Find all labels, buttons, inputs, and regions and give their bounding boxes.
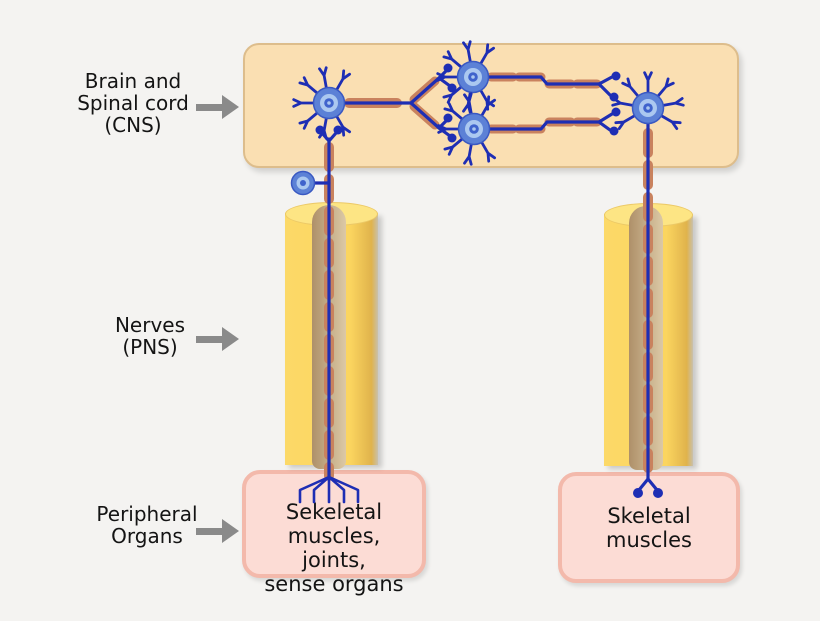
organ-box-left: Sekeletal muscles, joints, sense organs — [242, 470, 426, 596]
arrow-shaft — [196, 527, 223, 535]
label-line: (PNS) — [122, 335, 178, 359]
label-line: Nerves — [114, 313, 186, 337]
organ-text-line: Skeletal muscles — [606, 503, 692, 552]
nerve-left — [285, 202, 378, 482]
label-line: Peripheral — [96, 502, 198, 526]
arrow-shaft — [196, 103, 223, 111]
label-line: Spinal cord — [77, 91, 189, 115]
arrow-head — [222, 327, 239, 351]
arrow-head — [222, 95, 239, 119]
arrow-right-icon — [196, 519, 240, 543]
cns-region — [243, 43, 739, 168]
label-pns: Nerves (PNS) — [55, 314, 245, 358]
nerve-right — [604, 203, 693, 483]
sensory-neuron-soma — [290, 170, 316, 196]
arrow-right-icon — [196, 95, 240, 119]
nerve-axon-channel — [312, 205, 346, 469]
organ-text-line: sense organs — [264, 572, 404, 596]
label-cns: Brain and Spinal cord (CNS) — [55, 70, 211, 136]
nerve-axon-channel — [629, 206, 663, 470]
arrow-shaft — [196, 335, 223, 343]
organ-box-right: Skeletal muscles — [558, 472, 740, 583]
label-line: Organs — [111, 524, 183, 548]
label-line: (CNS) — [104, 113, 162, 137]
arrow-right-icon — [196, 327, 240, 351]
label-line: Brain and — [84, 69, 182, 93]
label-peripheral-organs: Peripheral Organs — [52, 503, 242, 547]
organ-text-line: Sekeletal muscles, — [285, 500, 383, 548]
arrow-head — [222, 519, 239, 543]
organ-text-line: joints, — [302, 548, 366, 572]
